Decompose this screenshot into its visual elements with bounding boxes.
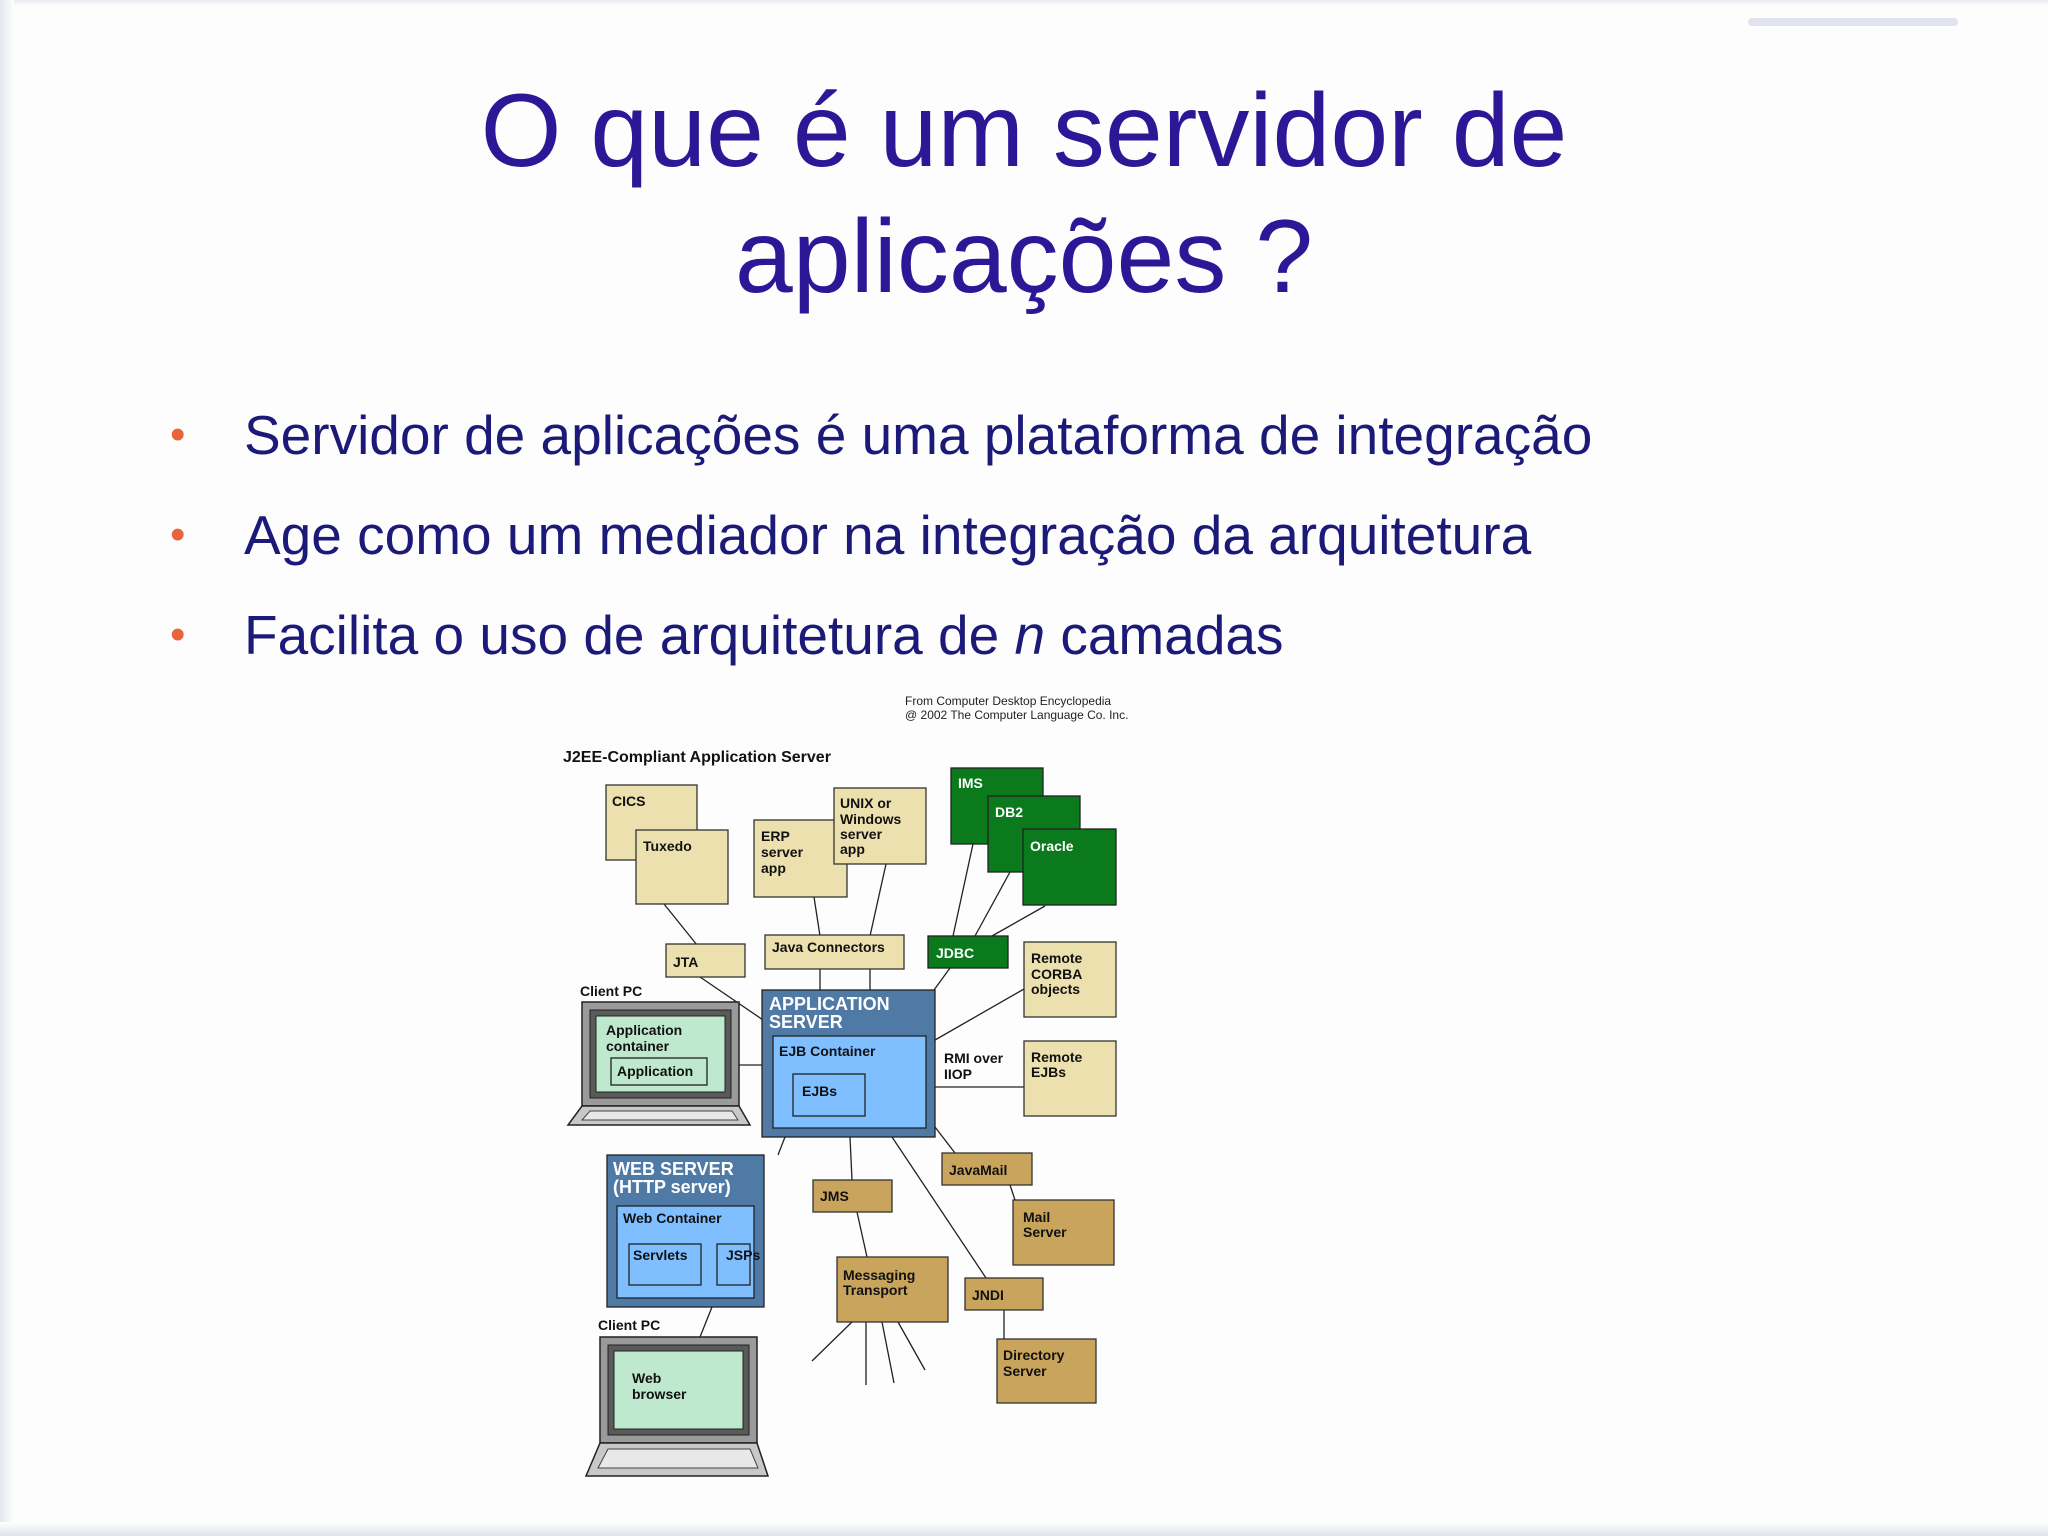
ejbs-box: [792, 1073, 866, 1117]
javamail-box: JavaMail: [941, 1152, 1033, 1186]
tuxedo-label: Tuxedo: [643, 838, 692, 854]
directory-label-line-1: Directory: [1003, 1347, 1065, 1363]
diagram-header: J2EE-Compliant Application Server: [563, 749, 831, 766]
bullet-dot-icon: •: [170, 410, 186, 459]
remote-ejbs-label-line-2: EJBs: [1031, 1064, 1066, 1080]
rmi-label-line-1: RMI over: [944, 1050, 1004, 1066]
jta-label: JTA: [673, 954, 698, 970]
app-container-label-line-2: container: [606, 1038, 670, 1054]
slide-bottom-edge: [0, 1522, 2048, 1536]
web-server-box: WEB SERVER (HTTP server) Web Container S…: [606, 1154, 765, 1308]
mail-server-label-line-2: Server: [1023, 1224, 1067, 1240]
jdbc-label: JDBC: [936, 945, 974, 961]
mail-server-box: Mail Server: [1012, 1199, 1115, 1266]
erp-label-line-2: server: [761, 844, 804, 860]
slide-top-edge: [0, 0, 2048, 6]
servlets-box: [628, 1243, 702, 1286]
web-browser-label-line-2: browser: [632, 1386, 687, 1402]
rmi-label-line-2: IIOP: [944, 1066, 972, 1082]
unix-label-line-4: app: [840, 841, 865, 857]
remote-corba-box: Remote CORBA objects: [1023, 941, 1117, 1018]
diagram-canvas: From Computer Desktop Encyclopedia @ 200…: [563, 694, 1128, 1477]
application-server-label-line-1: APPLICATION: [769, 994, 890, 1014]
application-box: [610, 1057, 708, 1086]
remote-ejbs-label-line-1: Remote: [1031, 1049, 1083, 1065]
application-server-label-line-2: SERVER: [769, 1012, 843, 1032]
remote-corba-label-line-3: objects: [1031, 981, 1080, 997]
erp-server-box: ERP server app: [753, 819, 848, 898]
erp-label-line-3: app: [761, 860, 786, 876]
decorative-smudge: [1748, 18, 1958, 26]
jndi-label: JNDI: [972, 1287, 1004, 1303]
oracle-box: Oracle: [1022, 828, 1117, 906]
bullet-text: Age como um mediador na integração da ar…: [244, 504, 1532, 566]
erp-label-line-1: ERP: [761, 828, 790, 844]
bullet-dot-icon: •: [170, 610, 186, 659]
messaging-transport-box: Messaging Transport: [836, 1256, 949, 1323]
jdbc-box: JDBC: [927, 935, 1009, 969]
diagram-credit-line-2: @ 2002 The Computer Language Co. Inc.: [905, 708, 1128, 722]
remote-ejbs-box: Remote EJBs: [1023, 1040, 1117, 1117]
jsps-label: JSPs: [726, 1247, 760, 1263]
web-container-label: Web Container: [623, 1210, 722, 1226]
unix-label-line-1: UNIX or: [840, 795, 892, 811]
bullet-dot-icon: •: [170, 510, 186, 559]
remote-corba-label-line-1: Remote: [1031, 950, 1083, 966]
client-pc-top-label: Client PC: [580, 983, 642, 999]
title-line-1: O que é um servidor de: [480, 73, 1568, 189]
application-label: Application: [617, 1063, 693, 1079]
jta-box: JTA: [665, 943, 746, 978]
oracle-label: Oracle: [1030, 838, 1074, 854]
cics-label: CICS: [612, 793, 645, 809]
bullet-text-after: camadas: [1045, 604, 1284, 666]
java-connectors-label: Java Connectors: [772, 939, 885, 955]
web-server-label-line-2: (HTTP server): [613, 1177, 731, 1197]
client-pc-bottom-label: Client PC: [598, 1317, 660, 1333]
ims-label: IMS: [958, 775, 983, 791]
unix-windows-server-box: UNIX or Windows server app: [833, 787, 927, 865]
bullet-text-italic: n: [1014, 604, 1046, 666]
bullet-item: • Servidor de aplicações é uma plataform…: [170, 398, 1870, 498]
jms-label: JMS: [820, 1188, 849, 1204]
mail-server-label-line-1: Mail: [1023, 1209, 1050, 1225]
db2-label: DB2: [995, 804, 1023, 820]
tuxedo-box: Tuxedo: [635, 829, 729, 905]
javamail-label: JavaMail: [949, 1162, 1007, 1178]
slide-left-edge: [0, 0, 14, 1536]
directory-label-line-2: Server: [1003, 1363, 1047, 1379]
web-browser-label-line-1: Web: [632, 1370, 661, 1386]
bullet-list: • Servidor de aplicações é uma plataform…: [170, 398, 1870, 698]
messaging-label-line-2: Transport: [843, 1282, 908, 1298]
jsps-box: [716, 1243, 751, 1286]
unix-label-line-2: Windows: [840, 811, 902, 827]
servlets-label: Servlets: [633, 1247, 688, 1263]
bullet-item: • Facilita o uso de arquitetura de n cam…: [170, 598, 1870, 698]
app-container-label-line-1: Application: [606, 1022, 682, 1038]
bullet-text-before: Facilita o uso de arquitetura de: [244, 604, 1015, 666]
directory-server-box: Directory Server: [996, 1338, 1097, 1404]
remote-corba-label-line-2: CORBA: [1031, 966, 1082, 982]
bullet-text: Servidor de aplicações é uma plataforma …: [244, 404, 1593, 466]
unix-label-line-3: server: [840, 826, 883, 842]
ejb-container-label: EJB Container: [779, 1043, 876, 1059]
slide-title: O que é um servidor de aplicações ?: [250, 68, 1798, 320]
laptop-bottom-icon: [584, 1336, 770, 1477]
bullet-item: • Age como um mediador na integração da …: [170, 498, 1870, 598]
jms-box: JMS: [812, 1179, 893, 1213]
connector-lines: [663, 843, 1046, 1385]
jndi-box: JNDI: [964, 1277, 1044, 1311]
title-line-2: aplicações ?: [734, 199, 1314, 315]
java-connectors-box: Java Connectors: [764, 934, 905, 970]
j2ee-architecture-diagram: From Computer Desktop Encyclopedia @ 200…: [560, 690, 1140, 1490]
application-server-box: APPLICATION SERVER EJB Container EJBs: [761, 989, 936, 1138]
messaging-label-line-1: Messaging: [843, 1267, 915, 1283]
diagram-credit-line-1: From Computer Desktop Encyclopedia: [905, 694, 1111, 708]
web-server-label-line-1: WEB SERVER: [613, 1159, 734, 1179]
ejbs-label: EJBs: [802, 1083, 837, 1099]
